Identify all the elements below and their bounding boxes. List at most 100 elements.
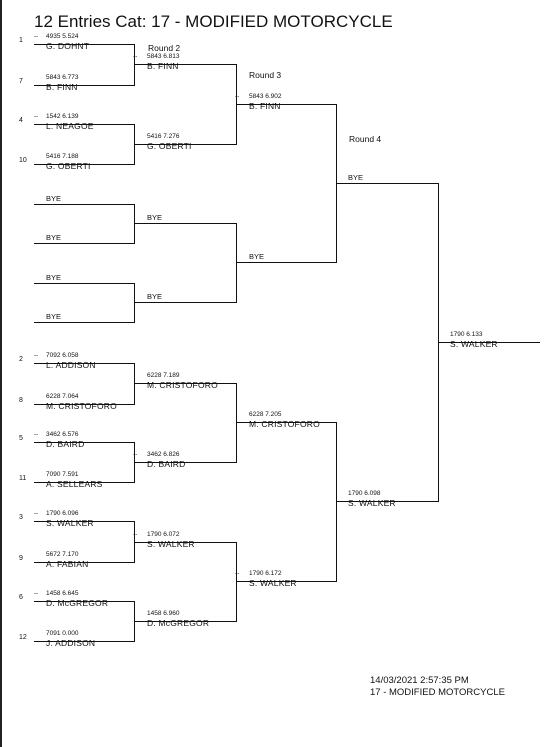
footer-timestamp: 14/03/2021 2:57:35 PM xyxy=(370,675,469,686)
round-3-label: Round 3 xyxy=(249,70,282,80)
r3-0-line xyxy=(236,104,336,105)
r1-9-stats: 6228 7.064 xyxy=(46,393,79,400)
r4-0-bye: BYE xyxy=(348,173,364,182)
r3-3-stats: 1790 6.172 xyxy=(249,570,282,577)
r1-7-line xyxy=(34,322,134,323)
r1-0-stats: 4935 5.524 xyxy=(46,33,79,40)
r1-11-name: A. SELLEARS xyxy=(46,479,103,489)
r3-1-bye: BYE xyxy=(249,252,265,261)
r1-8-stats: 7092 6.058 xyxy=(46,352,79,359)
r1-8-seed: 2 xyxy=(19,356,23,363)
r1-11-seed: 11 xyxy=(19,475,27,482)
r1-4-bye: BYE xyxy=(46,194,62,203)
r1-2-seed: 4 xyxy=(19,117,23,124)
r1-4-line xyxy=(34,204,134,205)
r3-2-line xyxy=(236,422,336,423)
final-0-name: S. WALKER xyxy=(450,339,498,349)
r2-3-bye: BYE xyxy=(147,292,163,301)
r3-0-stats: 5843 6.902 xyxy=(249,93,282,100)
r1-connector-3 xyxy=(134,283,135,323)
r1-10-seed: 5 xyxy=(19,435,23,442)
r2-connector-2 xyxy=(236,383,237,463)
r1-7-bye: BYE xyxy=(46,312,62,321)
r1-13-stats: 5672 7.170 xyxy=(46,551,79,558)
r1-6-line xyxy=(34,283,134,284)
r1-3-line xyxy=(34,164,134,165)
r1-0-line xyxy=(34,44,134,45)
r1-10-stats: 3462 6.576 xyxy=(46,431,79,438)
r1-1-seed: 7 xyxy=(19,78,23,85)
left-border xyxy=(0,0,2,747)
r1-9-name: M. CRISTOFORO xyxy=(46,401,117,411)
r2-4-stats: 6228 7.189 xyxy=(147,372,180,379)
r2-7-name: D. McGREGOR xyxy=(147,618,210,628)
round-2-label: Round 2 xyxy=(148,43,181,53)
r2-7-stats: 1458 6.960 xyxy=(147,610,180,617)
r1-13-name: A. FABIAN xyxy=(46,559,89,569)
r1-12-dash: -- xyxy=(34,510,39,517)
r2-5-dash: -- xyxy=(133,451,138,458)
r2-0-stats: 5843 6.813 xyxy=(147,53,180,60)
r2-5-stats: 3462 6.826 xyxy=(147,451,180,458)
r1-11-line xyxy=(34,482,134,483)
r1-14-stats: 1458 6.645 xyxy=(46,590,79,597)
r1-2-line xyxy=(34,124,134,125)
r2-1-stats: 5416 7.276 xyxy=(147,133,180,140)
r1-2-dash: -- xyxy=(34,113,39,120)
r2-1-name: G. OBERTI xyxy=(147,141,192,151)
r3-3-name: S. WALKER xyxy=(249,578,297,588)
r3-0-name: B. FINN xyxy=(249,101,281,111)
r1-connector-5 xyxy=(134,442,135,483)
r1-10-line xyxy=(34,442,134,443)
r3-connector-1 xyxy=(336,422,337,582)
r1-connector-4 xyxy=(134,363,135,405)
r1-11-stats: 7090 7.591 xyxy=(46,471,79,478)
r1-14-dash: -- xyxy=(34,590,39,597)
r1-3-name: G. OBERTI xyxy=(46,161,91,171)
r2-6-dash: -- xyxy=(133,531,138,538)
r1-5-line xyxy=(34,243,134,244)
r1-14-name: D. McGREGOR xyxy=(46,598,109,608)
r1-2-name: L. NEAGOE xyxy=(46,121,94,131)
r3-2-name: M. CRISTOFORO xyxy=(249,419,320,429)
r1-8-line xyxy=(34,363,134,364)
r1-1-name: B. FINN xyxy=(46,82,78,92)
r1-1-line xyxy=(34,85,134,86)
r1-8-name: L. ADDISON xyxy=(46,360,96,370)
r1-15-seed: 12 xyxy=(19,634,27,641)
r4-1-stats: 1790 6.098 xyxy=(348,490,381,497)
r2-connector-1 xyxy=(236,223,237,303)
r2-1-line xyxy=(134,144,236,145)
r2-connector-3 xyxy=(236,542,237,622)
r2-5-line xyxy=(134,462,236,463)
r2-6-name: S. WALKER xyxy=(147,539,195,549)
r3-0-dash: -- xyxy=(235,93,240,100)
r1-3-seed: 10 xyxy=(19,157,27,164)
r3-3-line xyxy=(236,581,336,582)
r1-12-line xyxy=(34,521,134,522)
r1-8-dash: -- xyxy=(34,352,39,359)
r2-0-line xyxy=(134,64,236,65)
r2-connector-0 xyxy=(236,64,237,145)
r1-connector-0 xyxy=(134,44,135,86)
final-0-line xyxy=(438,342,540,343)
r2-0-dash: -- xyxy=(133,53,138,60)
r1-connector-1 xyxy=(134,124,135,165)
r1-1-stats: 5843 6.773 xyxy=(46,74,79,81)
r3-connector-0 xyxy=(336,104,337,263)
r1-12-seed: 3 xyxy=(19,514,23,521)
r1-14-seed: 6 xyxy=(19,594,23,601)
r1-15-line xyxy=(34,641,134,642)
r1-0-seed: 1 xyxy=(19,37,23,44)
footer-category: 17 - MODIFIED MOTORCYCLE xyxy=(370,687,505,698)
final-0-stats: 1790 6.133 xyxy=(450,331,483,338)
r1-15-stats: 7091 0.000 xyxy=(46,630,79,637)
r2-2-bye: BYE xyxy=(147,213,163,222)
r2-3-line xyxy=(134,302,236,303)
r2-6-line xyxy=(134,542,236,543)
r1-12-stats: 1790 6.096 xyxy=(46,510,79,517)
r1-6-bye: BYE xyxy=(46,273,62,282)
page-title: 12 Entries Cat: 17 - MODIFIED MOTORCYCLE xyxy=(34,12,393,31)
r1-13-line xyxy=(34,562,134,563)
r1-13-seed: 9 xyxy=(19,555,23,562)
